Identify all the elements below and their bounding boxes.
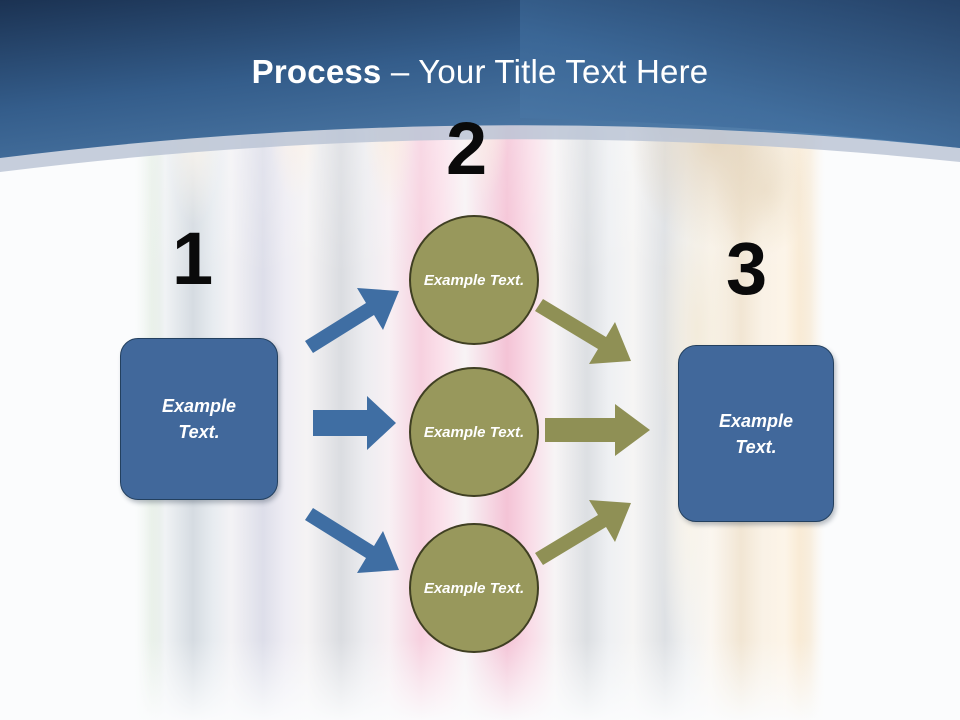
process-circle-1-line-1: Example [423,271,486,289]
end-box-line-2: Text. [735,436,777,457]
process-circle-2-text: Example Text. [424,422,524,443]
step-number-2: 2 [446,107,488,190]
process-circle-2[interactable]: Example Text. [409,367,539,497]
start-box[interactable]: Example Text. [120,338,278,500]
process-circle-3-line-1: Example [423,579,486,597]
process-circle-3[interactable]: Example Text. [409,523,539,653]
process-circle-1[interactable]: Example Text. [409,215,539,345]
process-circle-2-line-2: Text. [489,423,525,441]
process-circle-1-text: Example Text. [424,270,524,291]
start-box-line-2: Text. [178,422,220,442]
end-box[interactable]: Example Text. [678,345,834,522]
title-strong: Process [251,53,382,90]
start-box-line-1: Example [161,396,237,416]
title-rest: Your Title Text Here [418,53,709,90]
step-number-1: 1 [172,217,214,300]
header-blue-arc-right [520,0,960,148]
end-box-text: Example Text. [719,408,793,460]
title-separator: – [381,53,419,90]
process-circle-3-line-2: Text. [489,579,525,597]
process-circle-3-text: Example Text. [424,578,524,599]
process-circle-2-line-1: Example [423,423,486,441]
process-circle-1-line-2: Text. [489,271,525,289]
end-box-line-1: Example [718,410,794,431]
start-box-text: Example Text. [162,393,236,445]
step-number-3: 3 [726,227,768,310]
slide-header: Process – Your Title Text Here [0,0,960,190]
page-title: Process – Your Title Text Here [0,52,960,92]
